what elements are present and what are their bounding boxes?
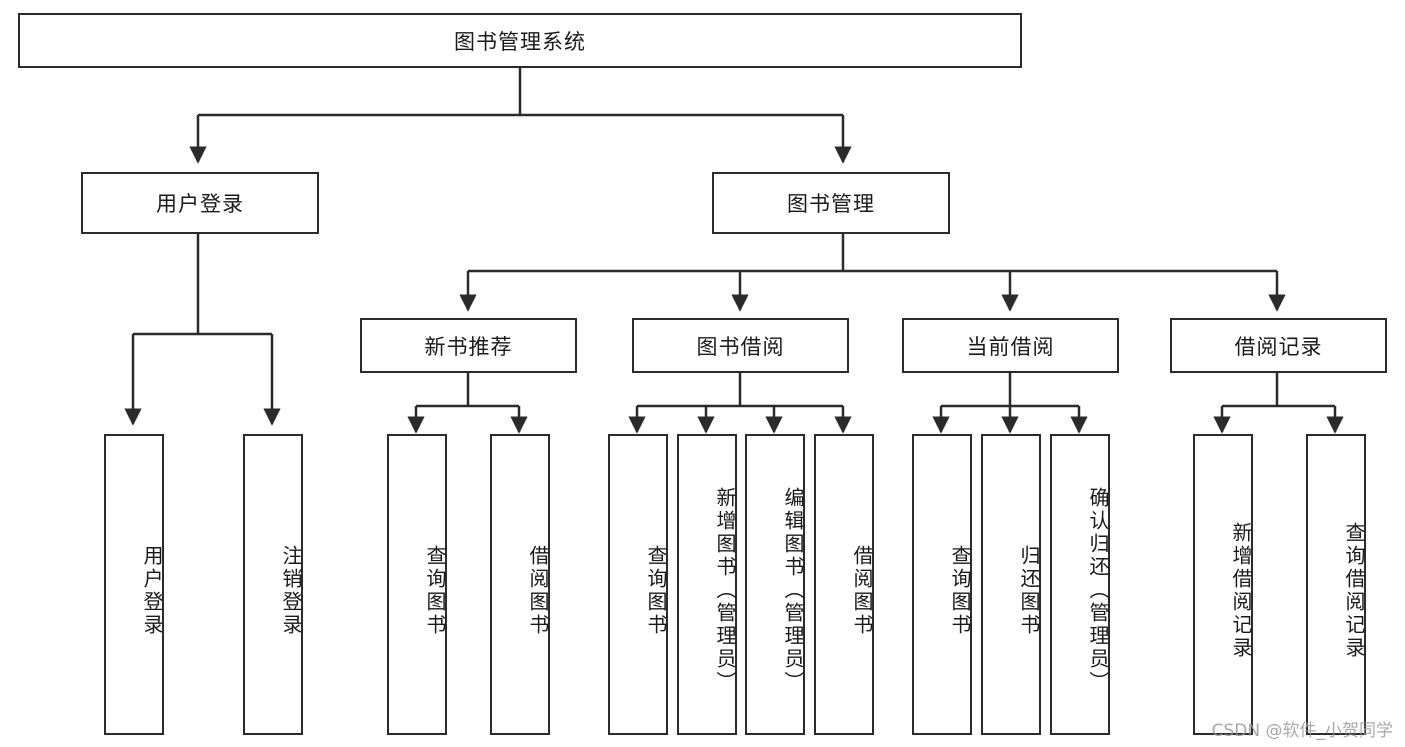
leaf-label: 新增借阅记录 — [1229, 521, 1253, 660]
leaf-label: 查询图书 — [948, 544, 972, 637]
leaf-book-borrow-add-book-admin[interactable]: 新增图书（管理员） — [677, 434, 737, 735]
leaf-current-borrow-query-book[interactable]: 查询图书 — [912, 434, 972, 735]
leaf-label: 查询图书 — [423, 544, 447, 637]
leaf-label: 查询借阅记录 — [1342, 521, 1366, 660]
leaf-label: 编辑图书（管理员） — [781, 487, 805, 694]
leaf-book-borrow-edit-book-admin[interactable]: 编辑图书（管理员） — [745, 434, 805, 735]
leaf-new-book-query-book[interactable]: 查询图书 — [387, 434, 447, 735]
leaf-label: 新增图书（管理员） — [713, 487, 737, 694]
watermark-text: CSDN @软件_小贺同学 — [1211, 721, 1393, 741]
leaf-label: 借阅图书 — [850, 544, 874, 637]
node-current-borrow[interactable]: 当前借阅 — [902, 318, 1119, 373]
node-current-borrow-label: 当前借阅 — [966, 334, 1055, 359]
node-user-login[interactable]: 用户登录 — [81, 172, 319, 234]
node-new-book-recommend-label: 新书推荐 — [424, 334, 513, 359]
leaf-current-borrow-confirm-return-admin[interactable]: 确认归还（管理员） — [1050, 434, 1110, 735]
leaf-label: 借阅图书 — [526, 544, 550, 637]
leaf-borrow-records-query-record[interactable]: 查询借阅记录 — [1306, 434, 1366, 735]
node-borrow-records-label: 借阅记录 — [1234, 334, 1323, 359]
node-new-book-recommend[interactable]: 新书推荐 — [360, 318, 577, 373]
leaf-label: 注销登录 — [279, 544, 303, 637]
leaf-user-login-logout[interactable]: 注销登录 — [243, 434, 303, 735]
node-book-management[interactable]: 图书管理 — [712, 172, 950, 234]
leaf-label: 查询图书 — [644, 544, 668, 637]
node-root-label: 图书管理系统 — [454, 29, 586, 54]
node-borrow-records[interactable]: 借阅记录 — [1170, 318, 1387, 373]
leaf-label: 确认归还（管理员） — [1086, 487, 1110, 694]
node-book-borrow[interactable]: 图书借阅 — [632, 318, 849, 373]
node-book-management-label: 图书管理 — [787, 192, 875, 216]
leaf-borrow-records-add-record[interactable]: 新增借阅记录 — [1193, 434, 1253, 735]
leaf-book-borrow-query-book[interactable]: 查询图书 — [608, 434, 668, 735]
node-user-login-label: 用户登录 — [156, 192, 244, 216]
leaf-new-book-borrow-book[interactable]: 借阅图书 — [490, 434, 550, 735]
leaf-book-borrow-borrow-book[interactable]: 借阅图书 — [814, 434, 874, 735]
leaf-user-login-login[interactable]: 用户登录 — [104, 434, 164, 735]
leaf-label: 归还图书 — [1017, 544, 1041, 637]
leaf-current-borrow-return-book[interactable]: 归还图书 — [981, 434, 1041, 735]
node-root[interactable]: 图书管理系统 — [18, 13, 1022, 68]
leaf-label: 用户登录 — [140, 544, 164, 637]
node-book-borrow-label: 图书借阅 — [696, 334, 785, 359]
